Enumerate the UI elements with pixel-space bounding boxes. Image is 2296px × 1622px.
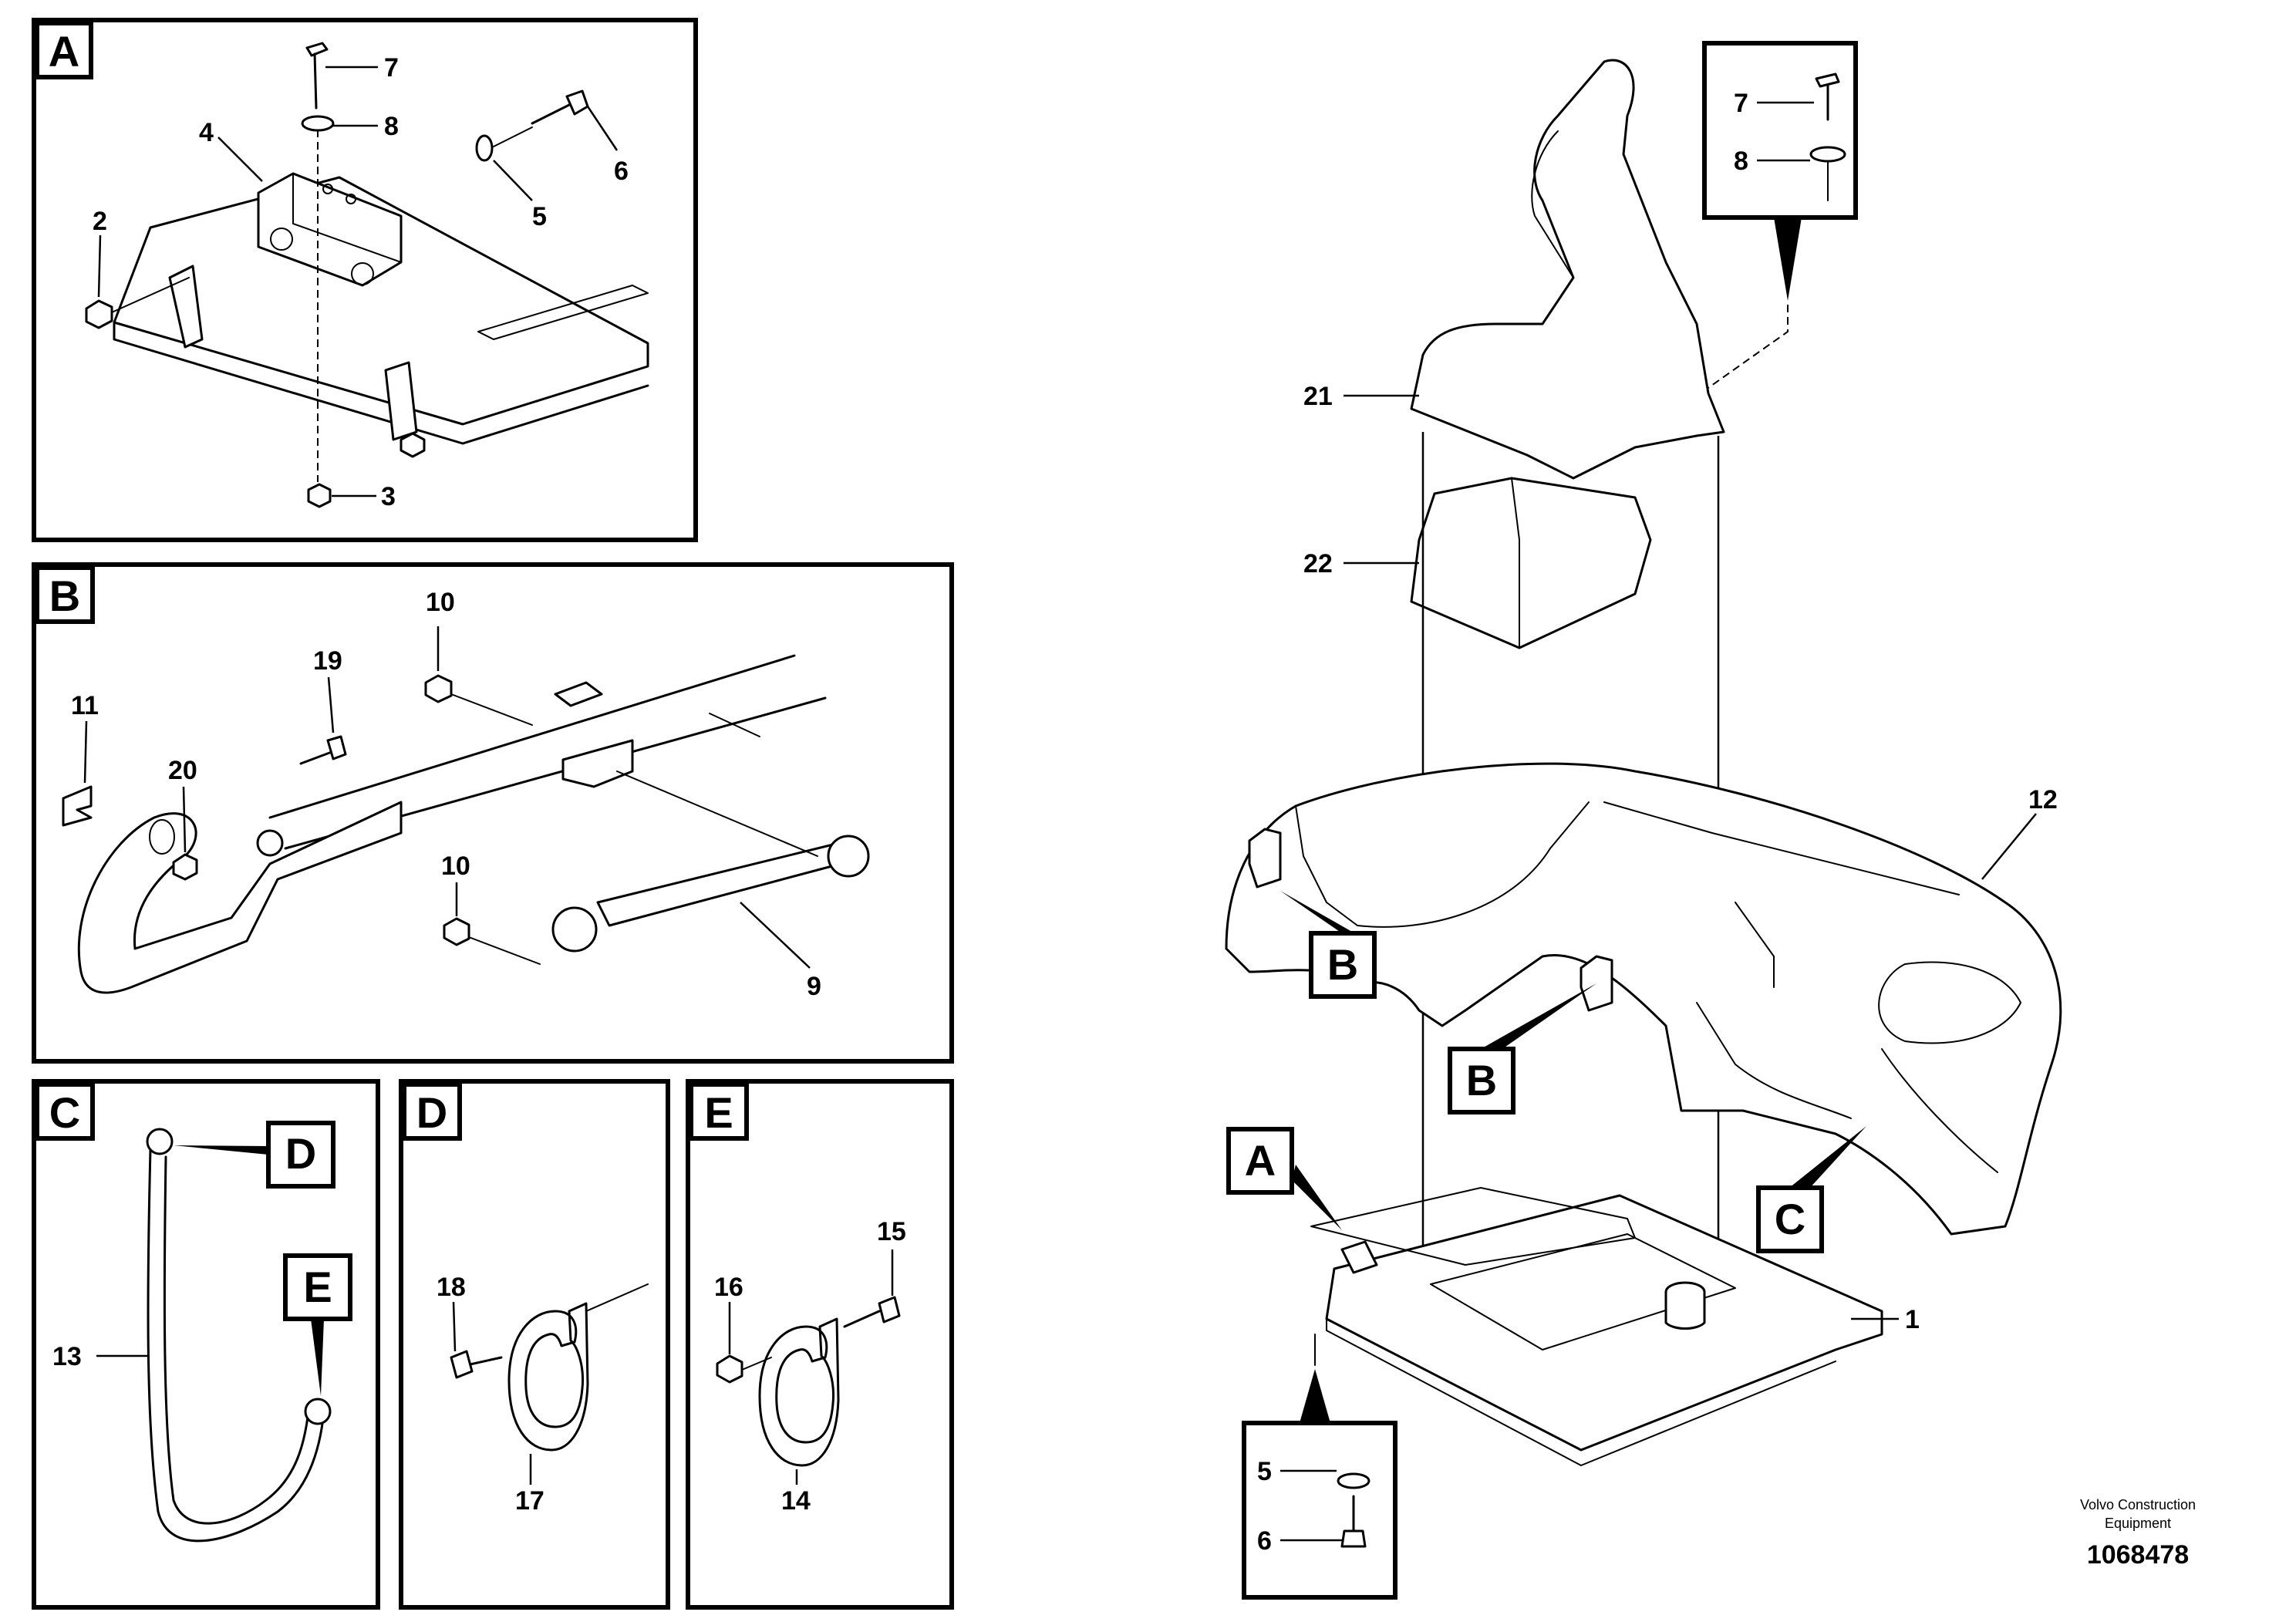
callout-main-22: 22 — [1303, 549, 1333, 578]
detail-panel-e: E — [686, 1079, 954, 1610]
callout-c-13: 13 — [52, 1342, 82, 1371]
callout-main-21: 21 — [1303, 382, 1333, 411]
callout-d-17: 17 — [515, 1486, 544, 1516]
detail-panel-d: D — [399, 1079, 670, 1610]
detail-panel-b: B — [32, 562, 954, 1064]
callout-a-4: 4 — [199, 118, 214, 147]
detail-panel-a: A — [32, 18, 698, 542]
detail-panel-c: C D E — [32, 1079, 380, 1610]
callout-e-14: 14 — [781, 1486, 811, 1516]
main-view-tag-b-2: B — [1466, 1056, 1497, 1104]
callout-d-18: 18 — [437, 1273, 466, 1302]
panel-c-ref-e: E — [303, 1263, 332, 1311]
callout-a-3: 3 — [381, 482, 396, 511]
callout-main-12: 12 — [2028, 785, 2058, 814]
callout-b-10-bottom: 10 — [441, 851, 470, 881]
callout-main-6: 6 — [1257, 1526, 1272, 1556]
main-assembly: B B A C — [1225, 41, 2062, 1600]
callout-main-8: 8 — [1734, 147, 1748, 176]
main-view-tag-b-1: B — [1327, 940, 1358, 989]
document-number: 1068478 — [2087, 1540, 2189, 1570]
footer: Volvo Construction Equipment 1068478 — [2080, 1497, 2196, 1570]
main-view-tag-a: A — [1245, 1136, 1276, 1185]
panel-a-letter: A — [49, 27, 79, 76]
callout-b-10-top: 10 — [426, 588, 455, 617]
callout-a-8: 8 — [384, 112, 399, 141]
callout-b-20: 20 — [168, 756, 197, 785]
callout-b-19: 19 — [313, 646, 342, 676]
callout-main-5: 5 — [1257, 1457, 1272, 1486]
main-view-tag-c: C — [1775, 1195, 1805, 1243]
panel-b-letter: B — [49, 572, 80, 620]
credit-line-1: Volvo Construction — [2080, 1497, 2196, 1512]
callout-e-16: 16 — [714, 1273, 743, 1302]
panel-c-ref-d: D — [285, 1129, 316, 1178]
panel-d-letter: D — [416, 1088, 447, 1137]
credit-line-2: Equipment — [2105, 1516, 2171, 1531]
panel-e-letter: E — [704, 1088, 733, 1137]
callout-e-15: 15 — [877, 1217, 906, 1246]
callout-a-6: 6 — [614, 157, 629, 186]
panel-c-letter: C — [49, 1088, 80, 1137]
callout-a-5: 5 — [532, 202, 547, 231]
callout-b-11: 11 — [71, 691, 99, 720]
callout-a-2: 2 — [93, 207, 107, 236]
callout-a-7: 7 — [384, 53, 399, 83]
callout-labels: 7 8 4 6 2 5 3 10 19 11 20 10 9 13 18 17 … — [52, 53, 2058, 1556]
callout-main-7: 7 — [1734, 89, 1748, 118]
callout-b-9: 9 — [807, 972, 821, 1001]
callout-main-1: 1 — [1905, 1305, 1920, 1334]
leader-lines — [83, 66, 2037, 1542]
